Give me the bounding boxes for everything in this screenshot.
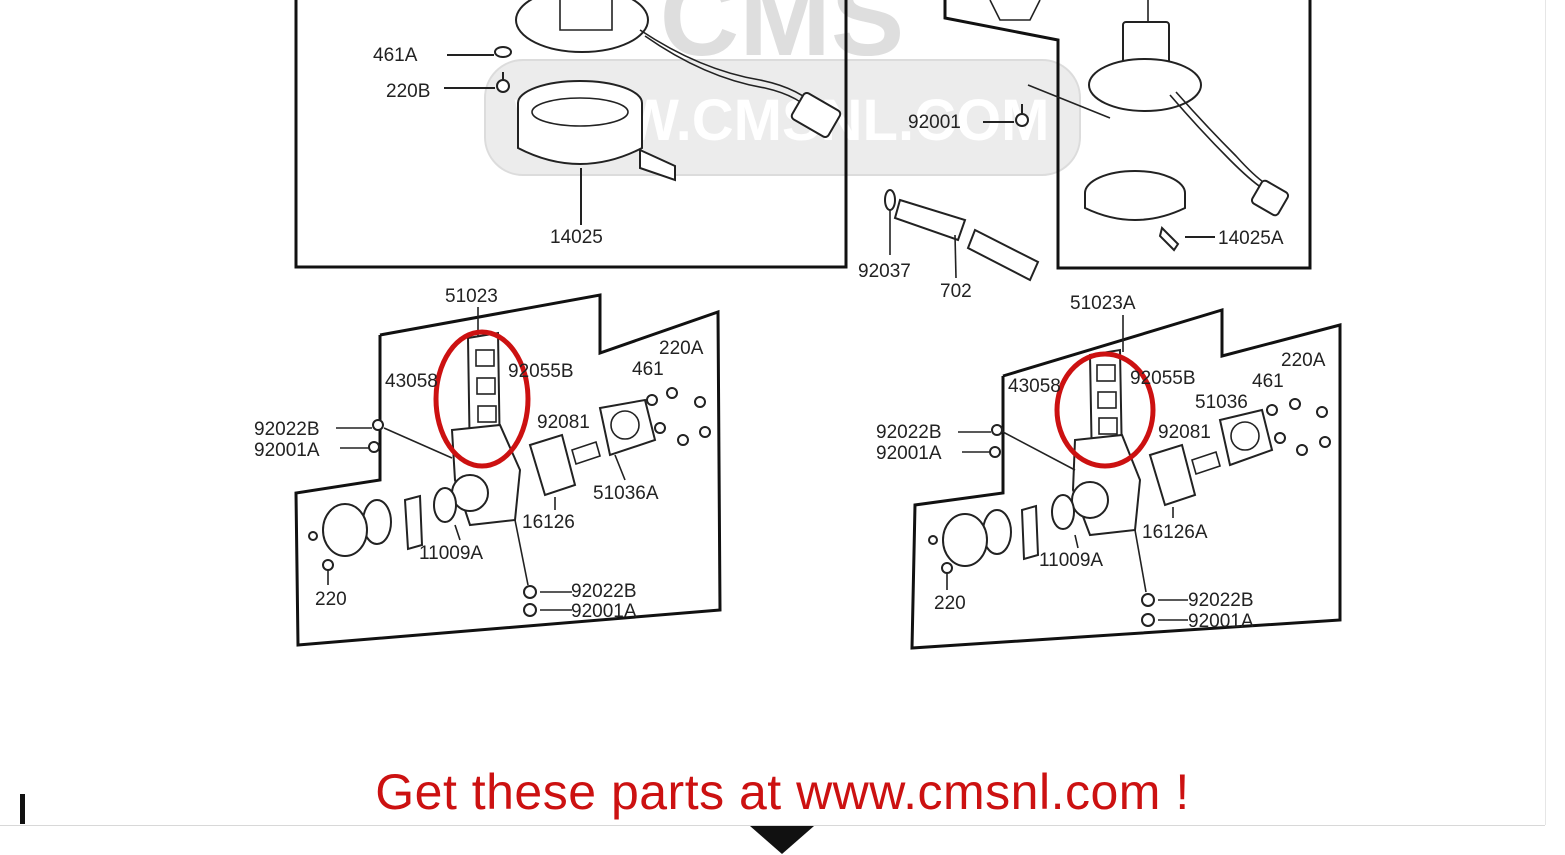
part-labels: 461A 220B 14025 92001 14025A 92037 702 5… (254, 45, 1326, 632)
part-label: 92055B (508, 361, 574, 382)
part-label: 461 (632, 359, 664, 380)
part-label: 220A (1281, 350, 1326, 371)
watermark-logo: CMS (660, 0, 904, 79)
part-label: 11009A (1039, 550, 1103, 571)
highlight-ring-right (1054, 351, 1156, 469)
part-label: 43058 (385, 371, 438, 392)
part-label: 14025A (1218, 228, 1284, 249)
part-label: 51023 (445, 286, 498, 307)
part-label: 92022B (876, 422, 942, 443)
part-label: 461 (1252, 371, 1284, 392)
part-label: 92001A (254, 440, 320, 461)
part-label: 220B (386, 81, 430, 102)
cta-link[interactable]: Get these parts at www.cmsnl.com ! (375, 764, 1190, 820)
part-label: 16126 (522, 512, 575, 533)
part-label: 92001 (908, 112, 961, 133)
top-right-panel (943, 0, 1312, 270)
fuel-hoses (884, 189, 1040, 282)
part-label: 92022B (571, 581, 637, 602)
part-label: 702 (940, 281, 972, 302)
fuel-tap-panel-right (910, 307, 1342, 650)
part-label: 43058 (1008, 376, 1061, 397)
scroll-down-arrow-icon[interactable] (750, 826, 814, 854)
top-left-panel (294, 0, 848, 269)
part-label: 220 (934, 593, 966, 614)
part-label: 92001A (876, 443, 942, 464)
part-label: 461A (373, 45, 418, 66)
part-label: 92001A (571, 601, 637, 622)
part-label: 92081 (537, 412, 590, 433)
highlight-ring-left (433, 329, 531, 469)
page-edge-divider (1545, 0, 1546, 825)
part-label: 51036 (1195, 392, 1248, 413)
part-label: 220A (659, 338, 704, 359)
part-label: 51036A (593, 483, 659, 504)
part-label: 14025 (550, 227, 603, 248)
part-label: 92022B (254, 419, 320, 440)
part-label: 92037 (858, 261, 911, 282)
part-label: 11009A (419, 543, 483, 564)
part-label: 92055B (1130, 368, 1196, 389)
footer-divider (0, 825, 1545, 826)
part-label: 220 (315, 589, 347, 610)
part-label: 51023A (1070, 293, 1136, 314)
part-label: 16126A (1142, 522, 1208, 543)
fuel-tap-panel-left (294, 293, 722, 647)
part-label: 92001A (1188, 611, 1254, 632)
part-label: 92022B (1188, 590, 1254, 611)
part-label: 92081 (1158, 422, 1211, 443)
text-cursor (20, 794, 25, 824)
